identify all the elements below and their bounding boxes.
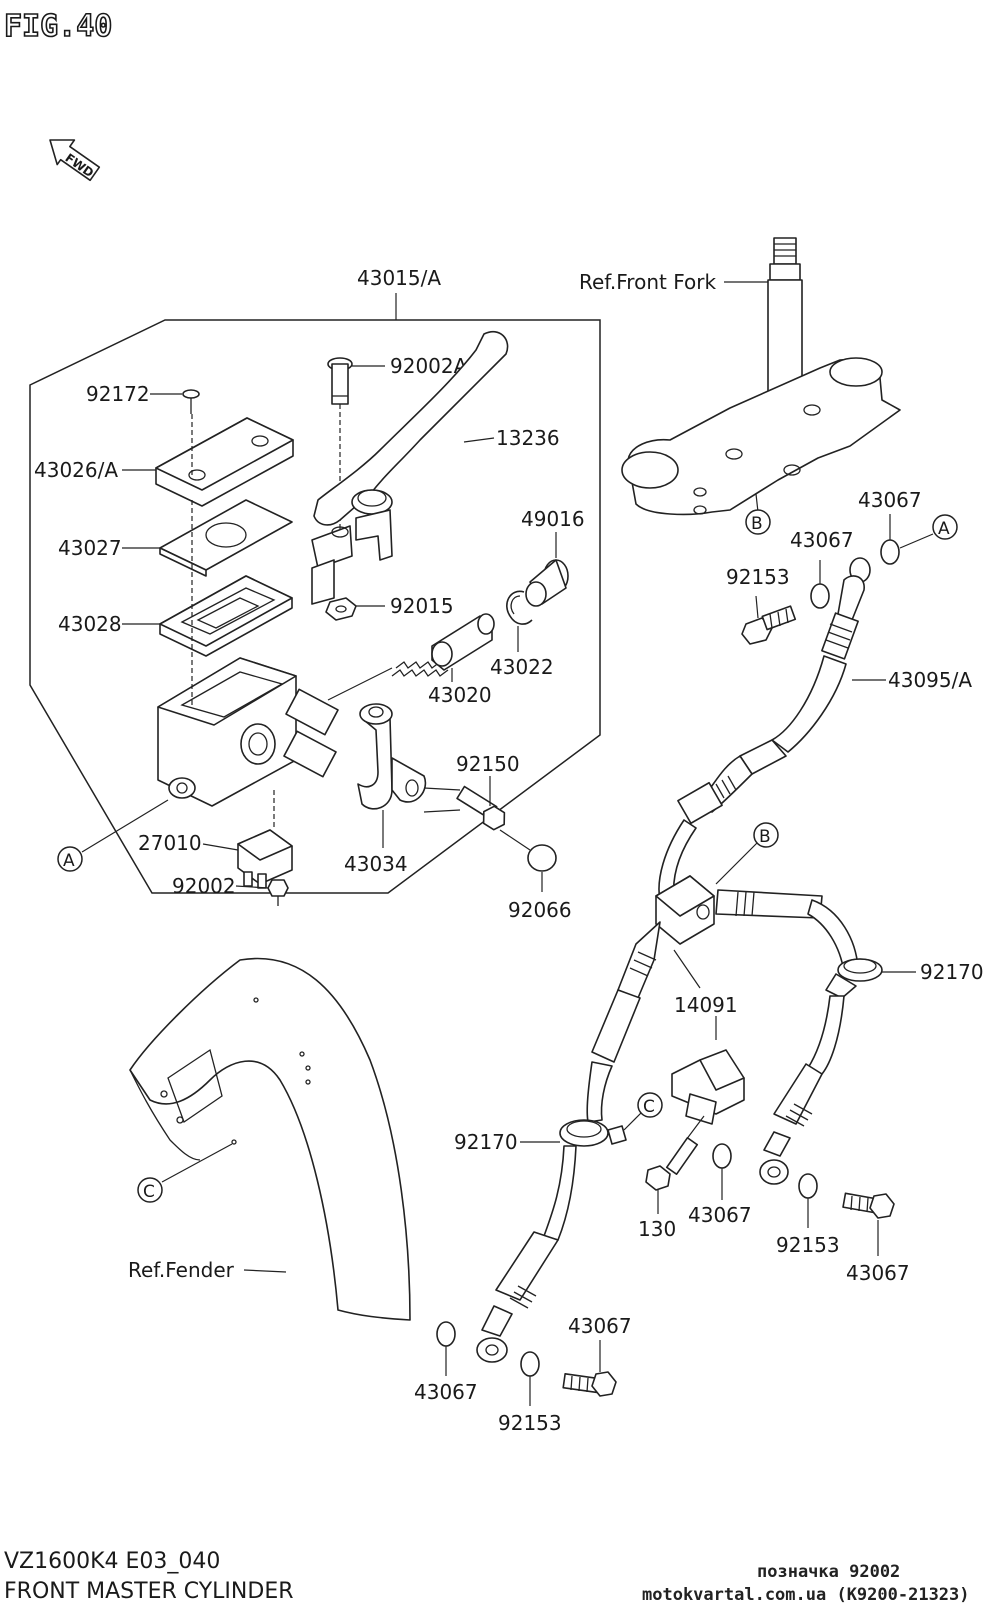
- part-label-43067-bottom-left: 43067: [414, 1380, 478, 1404]
- callout-b-fork-circle: [745, 509, 771, 535]
- callout-c-hose-circle: [637, 1092, 663, 1118]
- ref-fender: Ref.Fender: [128, 1258, 235, 1282]
- piston-assembly: [391, 613, 495, 677]
- part-label-14091: 14091: [674, 993, 738, 1017]
- pivot-bolt: [327, 357, 353, 405]
- master-cylinder-body: [157, 657, 339, 807]
- part-label-43022: 43022: [490, 655, 554, 679]
- part-label-92150: 92150: [456, 752, 520, 776]
- part-label-92153-bottom: 43067: [568, 1314, 632, 1338]
- part-label-43020: 43020: [428, 683, 492, 707]
- diaphragm: [159, 575, 293, 657]
- washer-top-left: [810, 583, 830, 609]
- dust-boot: [525, 559, 569, 607]
- part-label-13236: 13236: [496, 426, 560, 450]
- bracket-bolt: [645, 1137, 699, 1191]
- callout-a-fork-circle: [932, 514, 958, 540]
- callout-c-fender-circle: [137, 1177, 163, 1203]
- part-label-43015-A: 43015/A: [357, 266, 441, 290]
- part-label-43067-top-right: 43067: [858, 488, 922, 512]
- part-label-43095-A: 43095/A: [888, 668, 972, 692]
- fwd-arrow-icon: FWD: [49, 139, 101, 182]
- washer-mid-left: [712, 1143, 732, 1169]
- brake-hose-upper: [658, 557, 871, 901]
- part-label-43026-A: 43026/A: [34, 458, 118, 482]
- snap-ring: [506, 590, 533, 625]
- reservoir-cap: [155, 417, 294, 507]
- callout-c-fender-label: C: [143, 1182, 155, 1202]
- part-label-43034: 43034: [344, 852, 408, 876]
- figure-title: FRONT MASTER CYLINDER: [4, 1579, 294, 1604]
- part-label-49016: 49016: [521, 507, 585, 531]
- callout-a-fork-label: A: [938, 519, 950, 539]
- front-fender: [129, 957, 411, 1321]
- part-label-43067-bottom-right: 92153: [498, 1411, 562, 1435]
- banjo-bolt-bottom: [562, 1371, 617, 1397]
- hose-junction: [591, 875, 823, 1063]
- lever-nut: [325, 597, 357, 621]
- part-label-92170-right: 92170: [920, 960, 984, 984]
- part-label-92153-right: 43067: [846, 1261, 910, 1285]
- brake-hose-right: [759, 899, 883, 1185]
- part-label-92170-left: 92170: [454, 1130, 518, 1154]
- part-label-43027: 43027: [58, 536, 122, 560]
- figure-number: FIG.40: [4, 9, 112, 44]
- part-label-43067-mid-right: 92153: [776, 1233, 840, 1257]
- washer-mid-right: [798, 1173, 818, 1199]
- front-fork-stem: [621, 237, 901, 516]
- washer-bottom-right: [520, 1351, 540, 1377]
- callout-a-circle: [57, 846, 83, 872]
- part-label-43067-top-left: 43067: [790, 528, 854, 552]
- ref-front-fork: Ref.Front Fork: [579, 270, 716, 294]
- part-label-27010: 27010: [138, 831, 202, 855]
- clamp-bolt: [456, 785, 506, 831]
- brake-hose-left: [476, 1061, 627, 1363]
- watermark-line-1: позначка 92002: [757, 1562, 900, 1582]
- watermark-line-2: motokvartal.com.ua (K9200-21323): [642, 1585, 970, 1605]
- part-label-43028: 43028: [58, 612, 122, 636]
- bolt-cap: [527, 844, 557, 872]
- part-label-92002A: 92002A: [390, 354, 468, 378]
- callout-b-junction-circle: [753, 822, 779, 848]
- callout-b-junction-label: B: [759, 827, 771, 847]
- model-code: VZ1600K4 E03_040: [4, 1549, 220, 1574]
- part-label-92066: 92066: [508, 898, 572, 922]
- washer-bottom-left: [436, 1321, 456, 1347]
- brake-light-switch: [237, 790, 293, 889]
- part-label-130: 130: [638, 1217, 676, 1241]
- banjo-bolt-top: [741, 605, 797, 645]
- handlebar-clamp: [357, 703, 427, 810]
- callout-c-hose-label: C: [643, 1097, 655, 1117]
- part-label-92172: 92172: [86, 382, 150, 406]
- cap-screw: [182, 389, 200, 414]
- switch-screw: [267, 879, 289, 906]
- part-label-92002: 92002: [172, 874, 236, 898]
- hose-bracket: [671, 1049, 745, 1125]
- callout-b-fork-label: B: [751, 514, 763, 534]
- reservoir-plate: [159, 499, 293, 577]
- part-label-92153-top: 92153: [726, 565, 790, 589]
- banjo-bolt-right: [842, 1192, 895, 1219]
- part-label-43067-mid-left: 43067: [688, 1203, 752, 1227]
- part-label-92015: 92015: [390, 594, 454, 618]
- brake-lever: [311, 330, 509, 605]
- callout-a-label: A: [63, 851, 75, 871]
- washer-top-right: [880, 539, 900, 565]
